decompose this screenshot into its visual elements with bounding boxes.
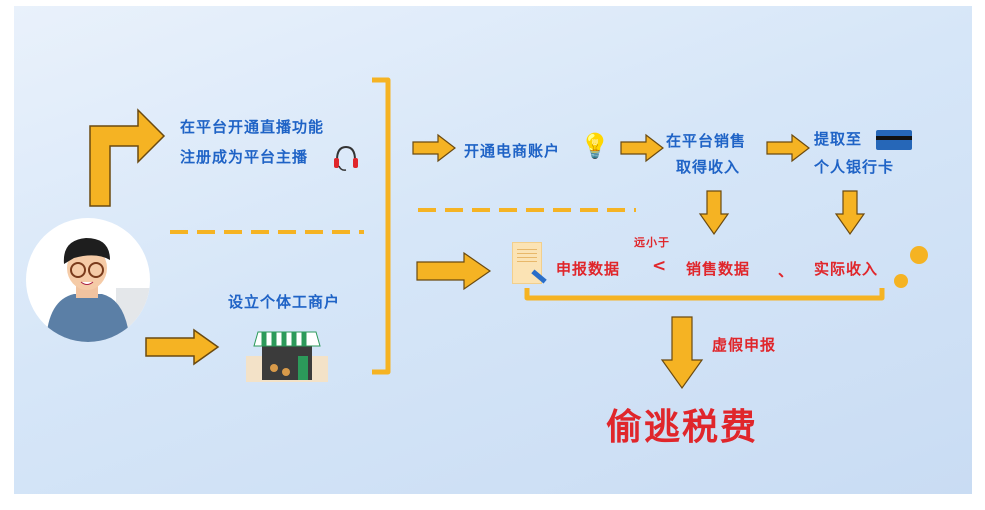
diagram-panel: 在平台开通直播功能 注册成为平台主播 设立个体工商户 开通电商账户 💡 在平台销… [14, 6, 972, 494]
arrow-down-icon [660, 316, 704, 390]
live-line2: 注册成为平台主播 [180, 148, 309, 166]
step-withdraw-line1: 提取至 [814, 130, 863, 148]
person-avatar [26, 218, 150, 342]
divider-dashed-left [170, 230, 364, 234]
less-than-note: 远小于 [634, 236, 670, 249]
coin-icon [910, 246, 928, 264]
arrow-right-icon [766, 133, 810, 163]
merchant-label: 设立个体工商户 [228, 293, 341, 311]
actual-income: 实际收入 [814, 260, 879, 278]
bracket [372, 77, 391, 375]
arrow-right-icon [620, 133, 664, 163]
elbow-arrow-icon [89, 108, 166, 207]
step-withdraw-line2: 个人银行卡 [814, 158, 895, 176]
divider-dashed-right [418, 208, 636, 212]
live-line1: 在平台开通直播功能 [180, 118, 325, 136]
bottom-bracket [524, 288, 885, 301]
shop-icon [242, 328, 332, 384]
tax-evasion-result: 偷逃税费 [606, 407, 759, 448]
arrow-right-icon [412, 133, 456, 163]
arrow-down-icon [698, 190, 730, 236]
bank-card-icon [876, 130, 912, 150]
arrow-right-icon [416, 251, 492, 291]
declared-data: 申报数据 [556, 260, 621, 278]
arrow-down-icon [834, 190, 866, 236]
step-sell-line2: 取得收入 [676, 158, 741, 176]
step-open-ecommerce: 开通电商账户 [464, 142, 561, 160]
lightbulb-icon: 💡 [580, 132, 610, 160]
false-report-label: 虚假申报 [712, 336, 777, 354]
separator: 、 [778, 262, 795, 280]
sales-data: 销售数据 [686, 260, 751, 278]
arrow-right-icon [145, 328, 220, 366]
document-pen-icon [512, 242, 547, 284]
headset-icon [332, 144, 360, 172]
coin-icon [894, 274, 908, 288]
less-than-sign: < [652, 256, 668, 276]
step-sell-line1: 在平台销售 [666, 132, 747, 150]
